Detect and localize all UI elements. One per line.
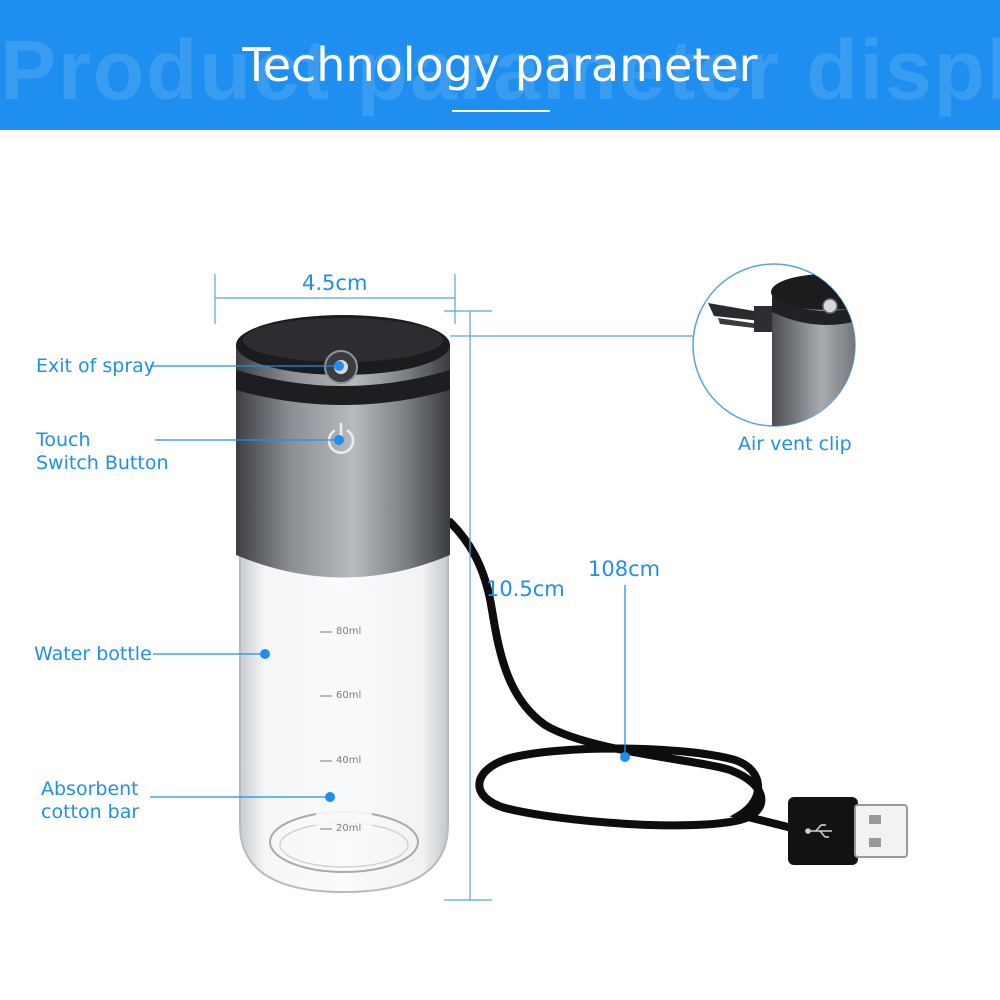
scale-label-60: 60ml: [336, 690, 362, 701]
dimension-width: [214, 274, 456, 324]
usb-cable: [446, 518, 796, 832]
air-vent-clip-label: Air vent clip: [738, 433, 852, 455]
header-watermark: Product parameter display: [0, 23, 1000, 117]
callout-leaders: [150, 365, 626, 798]
absorbent-cotton-line1: Absorbent: [41, 778, 139, 800]
device-cap: [236, 315, 450, 578]
usb-icon: [805, 824, 832, 838]
header-banner: Product parameter display Technology par…: [0, 0, 1000, 130]
touch-switch-line1: Touch: [36, 429, 91, 451]
width-dimension-label: 4.5cm: [302, 271, 368, 295]
touch-switch-label: Touch Switch Button: [36, 429, 169, 475]
cable-length-label: 108cm: [588, 557, 661, 581]
touch-switch-line2: Switch Button: [36, 452, 169, 474]
scale-label-80: 80ml: [336, 626, 362, 637]
absorbent-cotton-line2: cotton bar: [41, 801, 140, 823]
height-dimension-label: 10.5cm: [486, 577, 565, 601]
scale-label-20: 20ml: [336, 823, 362, 834]
exit-of-spray-label: Exit of spray: [36, 355, 156, 377]
absorbent-cotton-label: Absorbent cotton bar: [41, 778, 139, 824]
scale-label-40: 40ml: [336, 755, 362, 766]
page-title: Technology parameter: [242, 38, 758, 92]
dimension-height: [444, 310, 693, 901]
callout-dots: [260, 361, 630, 802]
usb-connector: [788, 797, 908, 865]
title-underline: [452, 110, 550, 112]
air-vent-clip-inset: [692, 263, 856, 427]
water-bottle: [239, 554, 449, 894]
water-bottle-label: Water bottle: [34, 643, 152, 665]
bottle-scale: [320, 631, 332, 830]
